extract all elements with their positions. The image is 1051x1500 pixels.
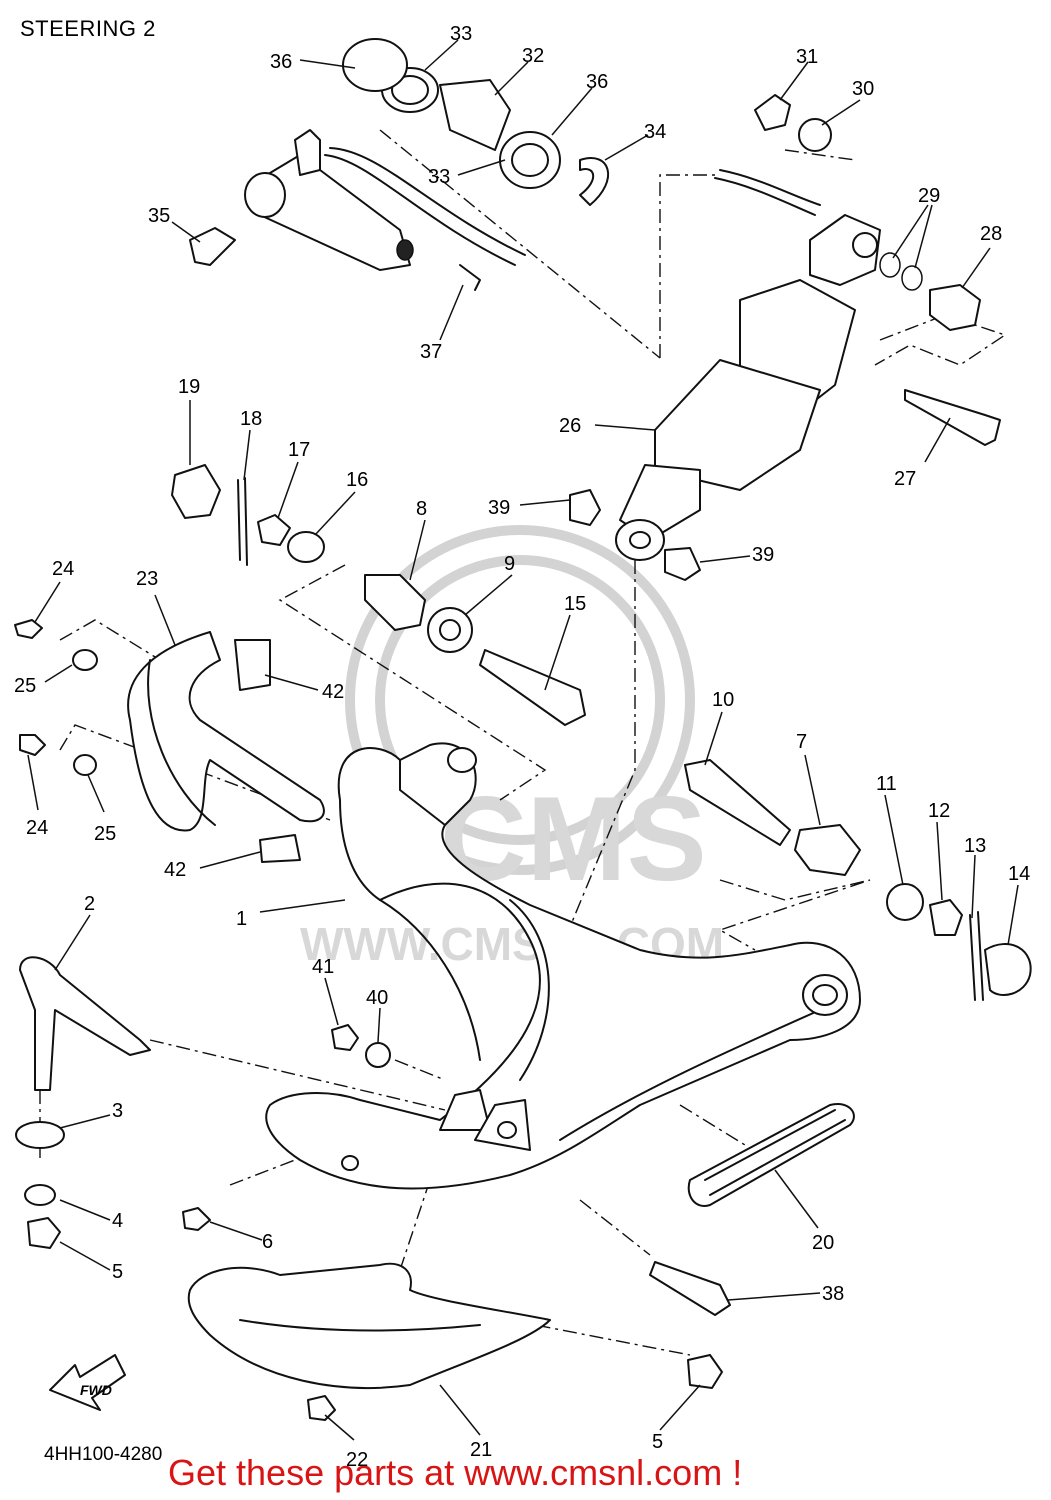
pump-assembly <box>189 38 609 291</box>
callout-36a: 36 <box>270 51 292 73</box>
callout-2: 2 <box>84 893 95 915</box>
callout-33a: 33 <box>450 23 472 45</box>
step-plate <box>687 1103 855 1207</box>
callout-37: 37 <box>420 341 442 363</box>
callout-23: 23 <box>136 568 158 590</box>
callout-1: 1 <box>236 908 247 930</box>
callout-8: 8 <box>416 498 427 520</box>
callout-10: 10 <box>712 689 734 711</box>
callout-22: 22 <box>346 1449 368 1471</box>
callout-12: 12 <box>928 800 950 822</box>
callout-14: 14 <box>1008 863 1030 885</box>
callout-30: 30 <box>852 78 874 100</box>
lower-guard <box>187 1262 551 1389</box>
callout-6: 6 <box>262 1231 273 1253</box>
callout-5b: 5 <box>652 1431 663 1453</box>
hardware-parts <box>14 94 1032 1421</box>
diagram-code: 4HH100-4280 <box>44 1444 163 1465</box>
shock-absorber <box>615 169 881 561</box>
callout-15: 15 <box>564 593 586 615</box>
fwd-label: FWD <box>80 1382 112 1398</box>
callout-3: 3 <box>112 1100 123 1122</box>
callout-32: 32 <box>522 45 544 67</box>
callout-17: 17 <box>288 439 310 461</box>
callout-7: 7 <box>796 731 807 753</box>
callout-38: 38 <box>822 1283 844 1305</box>
callout-5a: 5 <box>112 1261 123 1283</box>
callout-11: 11 <box>876 773 897 795</box>
callout-9: 9 <box>504 553 515 575</box>
callout-31: 31 <box>796 46 818 68</box>
callout-39b: 39 <box>752 544 774 566</box>
callout-13: 13 <box>964 835 986 857</box>
callout-33b: 33 <box>428 166 450 188</box>
callout-39a: 39 <box>488 497 510 519</box>
callout-21: 21 <box>470 1439 492 1461</box>
callout-40: 40 <box>366 987 388 1009</box>
callout-24b: 24 <box>26 817 48 839</box>
callout-41: 41 <box>312 956 334 978</box>
callout-25a: 25 <box>14 675 36 697</box>
callout-27: 27 <box>894 468 916 490</box>
callout-19: 19 <box>178 376 200 398</box>
callout-25b: 25 <box>94 823 116 845</box>
callout-4: 4 <box>112 1210 123 1232</box>
callout-34: 34 <box>644 121 666 143</box>
fwd-arrow: FWD <box>49 1354 126 1411</box>
callout-29: 29 <box>918 185 940 207</box>
callout-20: 20 <box>812 1232 834 1254</box>
callout-28: 28 <box>980 223 1002 245</box>
promo-link[interactable]: Get these parts at www.cmsnl.com ! <box>168 1452 743 1493</box>
callout-36b: 36 <box>586 71 608 93</box>
part-callouts: 1 2 3 4 5 5 6 7 8 9 10 11 12 13 14 15 16… <box>14 23 1030 1471</box>
callout-16: 16 <box>346 469 368 491</box>
upper-cover <box>127 631 325 832</box>
callout-42b: 42 <box>164 859 186 881</box>
diagram-title: STEERING 2 <box>20 16 156 41</box>
callout-18: 18 <box>240 408 262 430</box>
callout-24a: 24 <box>52 558 74 580</box>
callout-42a: 42 <box>322 681 344 703</box>
callout-26: 26 <box>559 415 581 437</box>
callout-35: 35 <box>148 205 170 227</box>
swing-arm <box>265 742 861 1190</box>
